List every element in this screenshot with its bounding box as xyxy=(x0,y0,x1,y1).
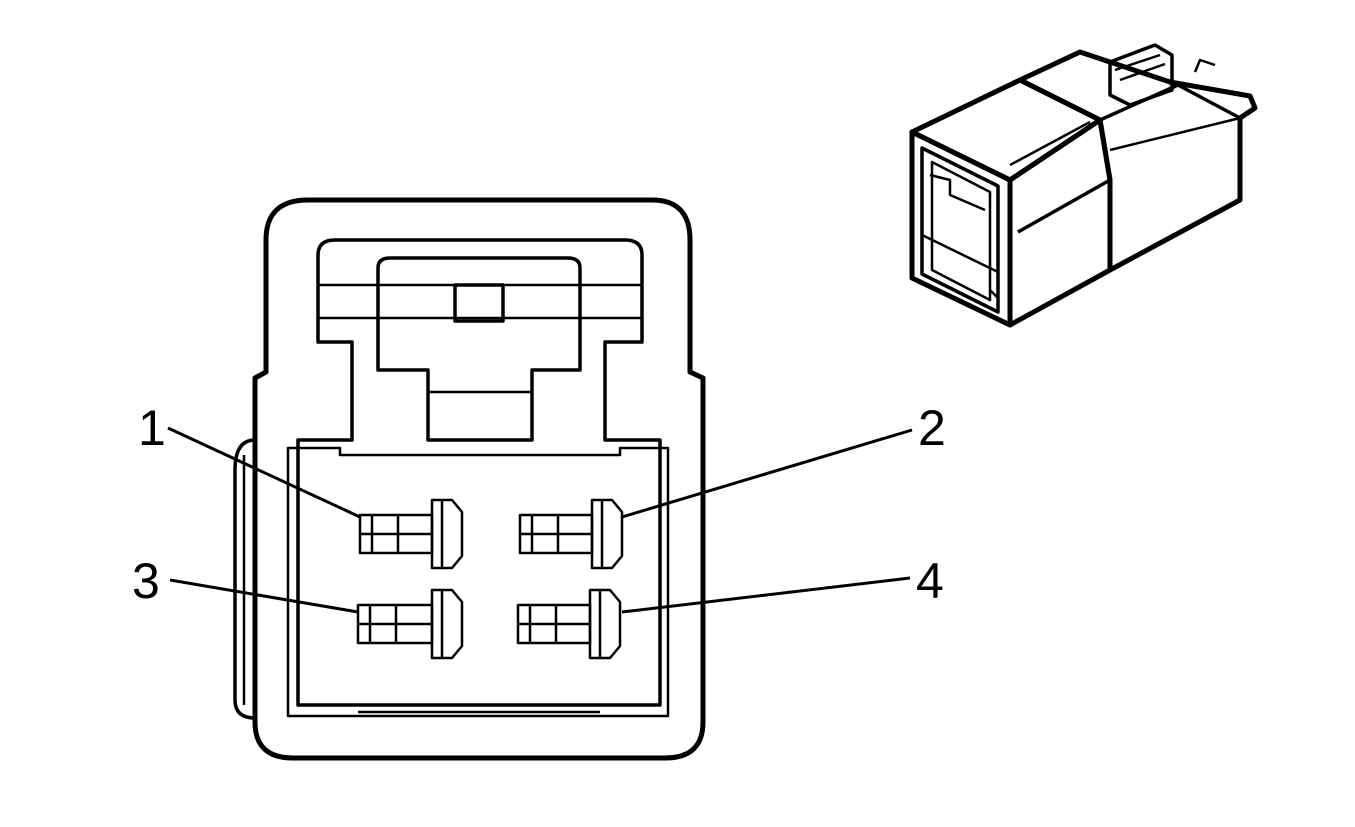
iso-latch xyxy=(1108,43,1174,107)
iso-right-side xyxy=(1007,117,1113,328)
terminal-4 xyxy=(516,588,622,660)
iso-rear-line xyxy=(1109,116,1241,152)
connector-face-view: 1 2 3 4 xyxy=(132,197,946,761)
iso-inner-key xyxy=(929,173,986,212)
connector-side-rib xyxy=(233,438,256,720)
iso-front-opening xyxy=(920,146,1000,314)
connector-isometric-view xyxy=(909,43,1258,328)
leader-line-1 xyxy=(167,426,361,519)
terminal-label-2: 2 xyxy=(918,400,946,456)
terminal-label-4: 4 xyxy=(916,553,944,609)
iso-rear-tab xyxy=(1193,58,1216,73)
iso-inner-divider xyxy=(921,233,999,274)
iso-rear-body xyxy=(1017,49,1258,273)
latch-tab xyxy=(453,283,505,323)
iso-rear-ridge xyxy=(1099,83,1241,122)
iso-inner-corner xyxy=(989,289,999,299)
terminal-2 xyxy=(518,498,624,570)
leader-line-3 xyxy=(169,578,359,614)
iso-inner-opening xyxy=(930,160,992,302)
iso-side-line xyxy=(1009,120,1091,167)
terminal-cavity xyxy=(286,446,670,718)
latch-tongue xyxy=(376,256,582,442)
iso-latch-line-2 xyxy=(1119,62,1166,82)
terminal-label-3: 3 xyxy=(132,553,160,609)
terminal-label-1: 1 xyxy=(138,400,166,456)
latch-housing xyxy=(296,238,662,707)
connector-outer-shell xyxy=(252,197,706,761)
terminal-3 xyxy=(356,588,464,660)
iso-latch-line xyxy=(1114,53,1161,72)
terminal-1 xyxy=(358,498,464,570)
leader-line-4 xyxy=(621,576,911,614)
leader-line-2 xyxy=(621,428,913,519)
iso-side-edge xyxy=(1017,178,1111,234)
